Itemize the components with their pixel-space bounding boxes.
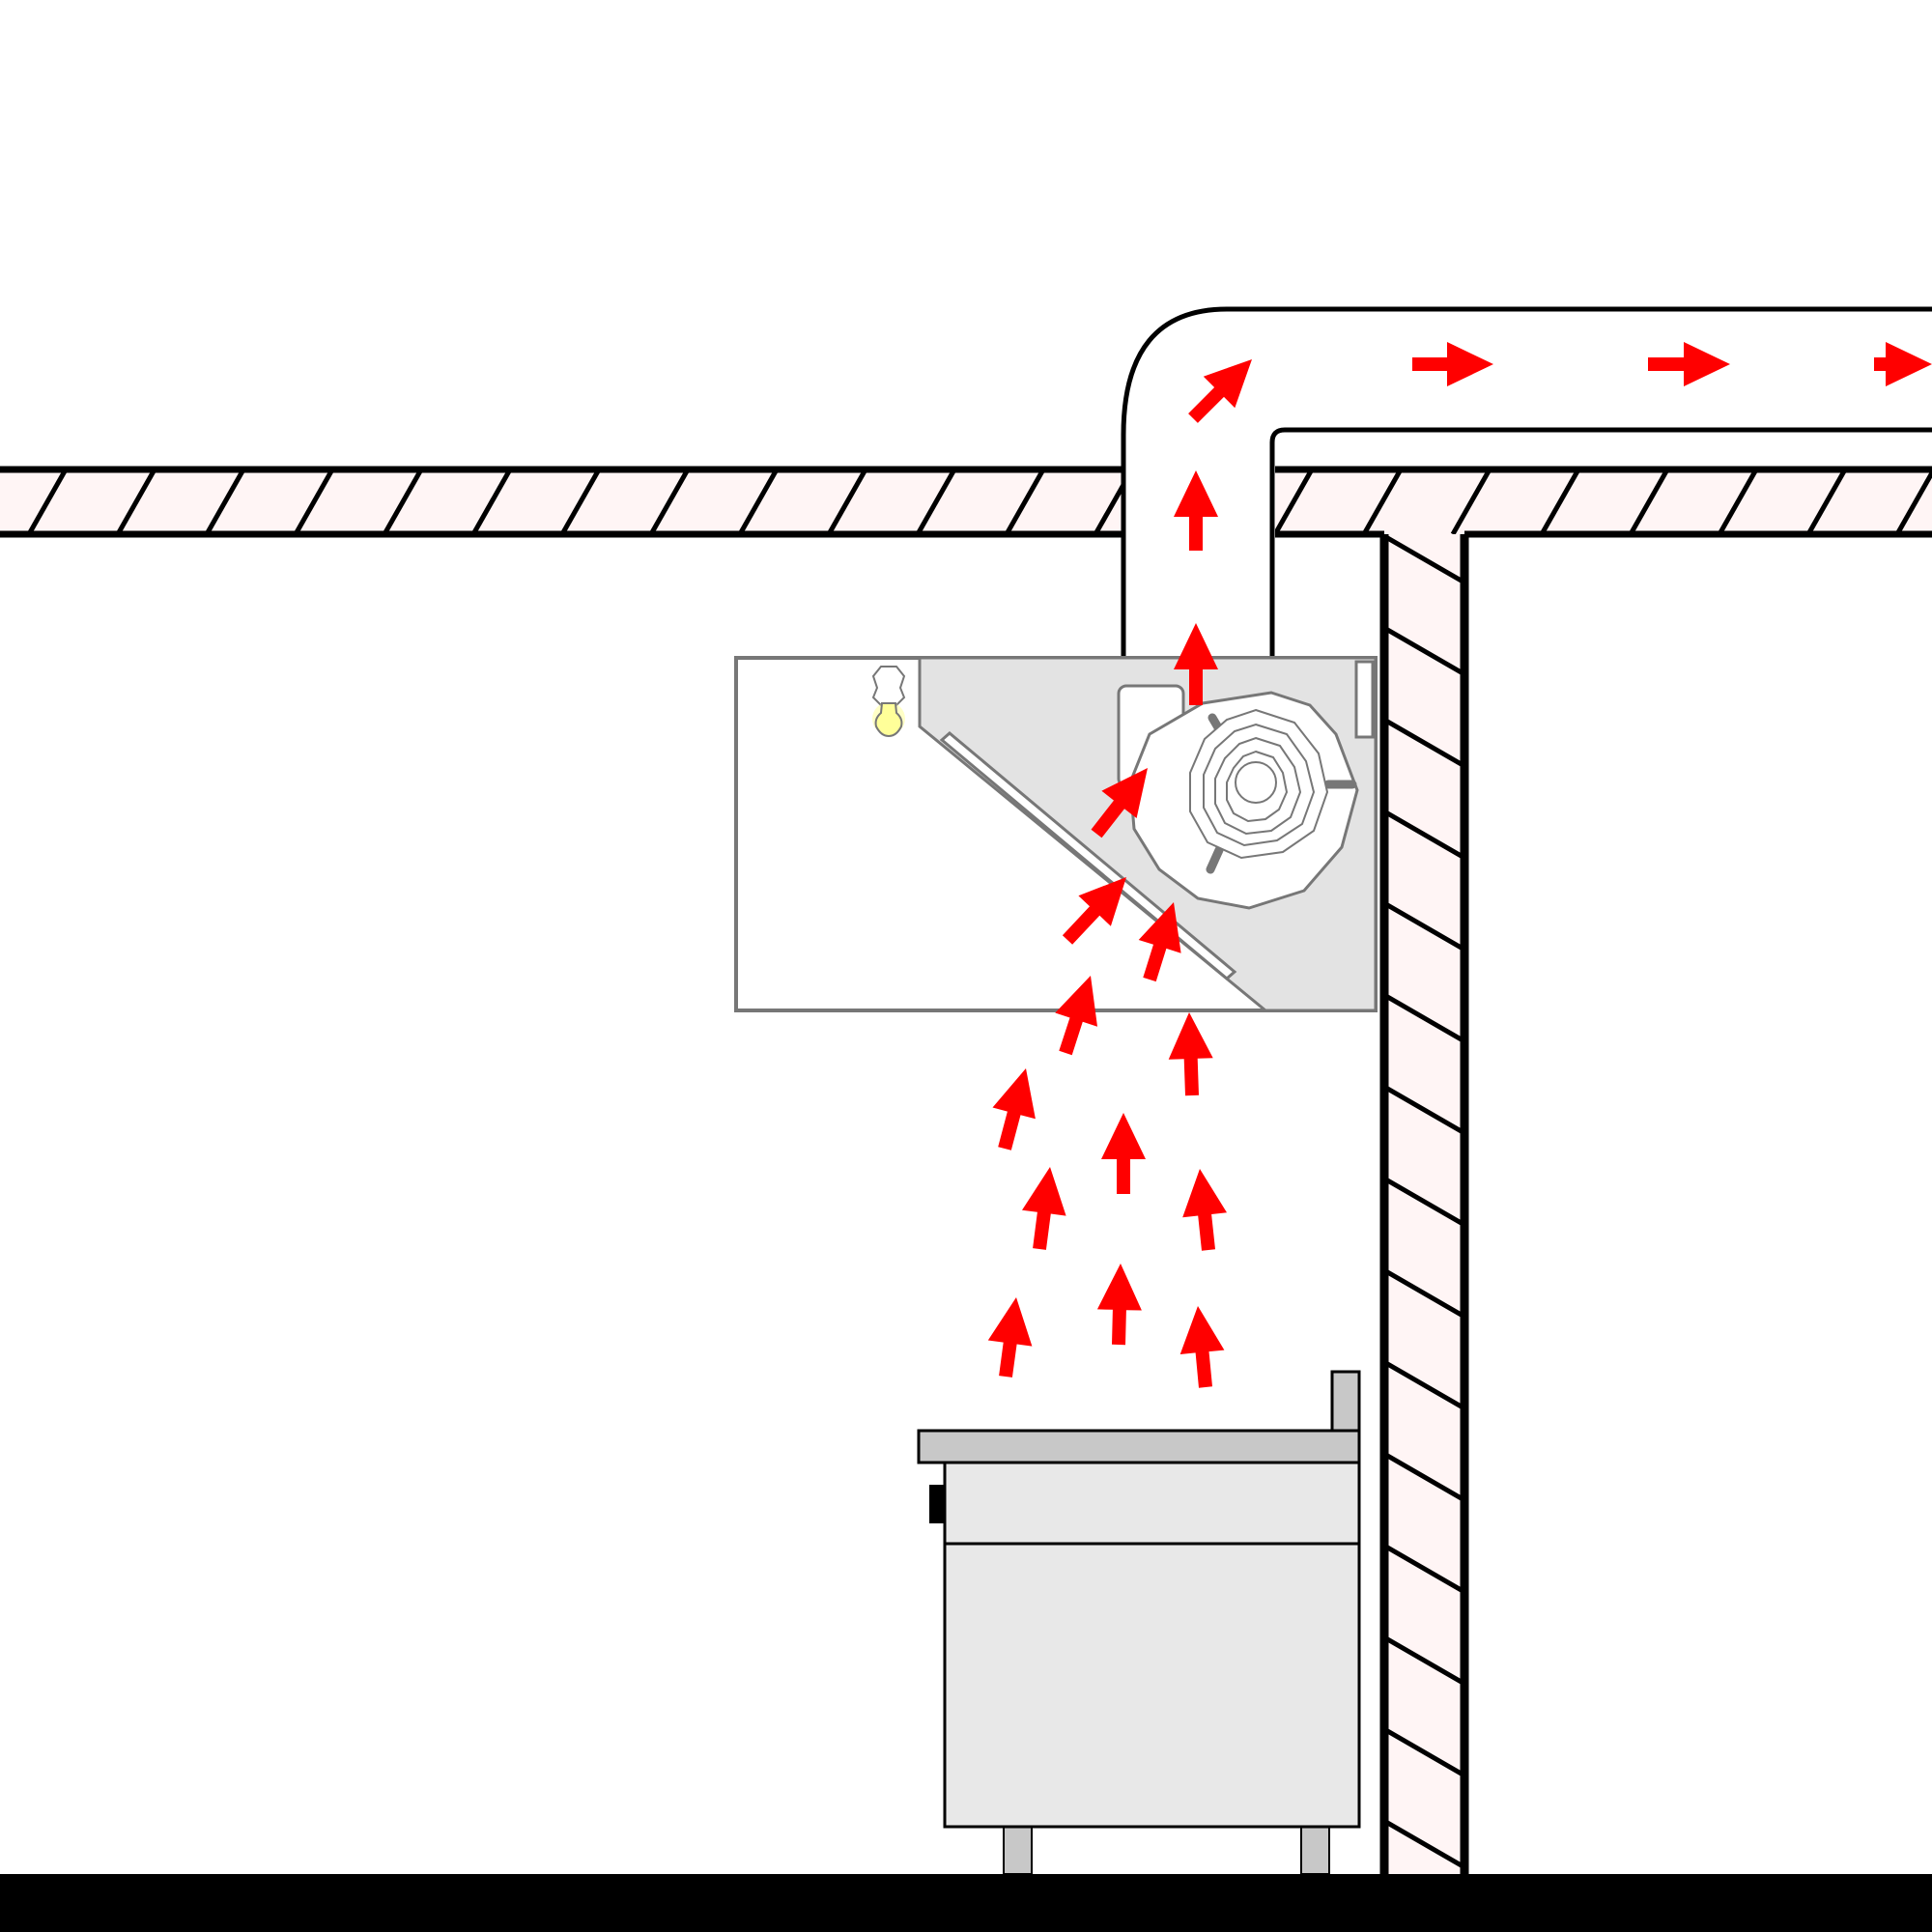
extraction-hood	[734, 656, 1378, 1012]
hatch-line	[204, 469, 246, 534]
arrow-icon	[1182, 1169, 1227, 1251]
hatch-line	[1539, 469, 1581, 534]
hatch-line	[1894, 469, 1932, 534]
ceiling-hatch-left	[26, 469, 1123, 534]
hatch-line	[648, 469, 691, 534]
hatch-line	[470, 469, 513, 534]
appliance-backsplash	[1330, 1370, 1361, 1433]
arrow-icon	[1022, 1167, 1066, 1250]
lamp-socket	[871, 666, 906, 706]
arrow-icon	[1062, 877, 1126, 945]
hatch-line	[1384, 1084, 1464, 1136]
hatch-line	[382, 469, 424, 534]
ceiling-slab-left	[0, 469, 1123, 534]
hatch-line	[915, 469, 957, 534]
ceiling	[0, 466, 1932, 538]
ceiling-hatch-right	[1275, 469, 1932, 534]
hatch-line	[115, 469, 157, 534]
ceiling-slab-right	[1275, 469, 1932, 534]
hatch-line	[1004, 469, 1046, 534]
hood-side-rail	[1354, 660, 1375, 739]
hatch-line	[1384, 1634, 1464, 1687]
hatch-line	[559, 469, 602, 534]
arrow-icon	[1174, 623, 1218, 705]
cooking-appliance	[917, 1370, 1361, 1875]
arrow-icon	[1179, 1306, 1225, 1388]
hatch-line	[1384, 1818, 1464, 1870]
fan-ring-4	[1226, 750, 1289, 823]
fan-ring-3	[1214, 736, 1302, 836]
hatch-line	[1717, 469, 1759, 534]
hatch-line	[1384, 1451, 1464, 1503]
floor	[0, 1874, 1932, 1932]
arrow-icon	[1188, 359, 1252, 423]
hatch-line	[1275, 469, 1315, 534]
hatch-line	[1384, 809, 1464, 861]
exhaust-duct	[1121, 306, 1932, 657]
arrow-icon	[992, 1068, 1036, 1151]
hatch-line	[1384, 534, 1464, 585]
appliance-body	[943, 1461, 1361, 1829]
hatch-line	[1384, 625, 1464, 677]
hatch-line	[1384, 1267, 1464, 1320]
appliance-worktop	[917, 1429, 1361, 1464]
hatch-line	[1361, 469, 1404, 534]
hatch-line	[1628, 469, 1670, 534]
duct-interior	[1123, 309, 1932, 657]
hatch-line	[1384, 900, 1464, 952]
arrow-icon	[1096, 1264, 1142, 1346]
hatch-line	[1384, 717, 1464, 769]
arrow-icon	[987, 1297, 1033, 1378]
airflow-arrows	[987, 342, 1932, 1388]
hatch-line	[293, 469, 335, 534]
arrow-icon	[1648, 342, 1730, 386]
fan-icon	[1128, 691, 1359, 910]
wall	[1379, 534, 1469, 1874]
appliance-leg-left	[1003, 1826, 1033, 1875]
fan-ring-2	[1203, 723, 1316, 847]
hatch-line	[1384, 992, 1464, 1044]
hatch-line	[1805, 469, 1848, 534]
lamp-bulb	[874, 702, 903, 738]
hatch-line	[1450, 469, 1492, 534]
fan-mount-bottom	[1206, 845, 1224, 874]
appliance-leg-right	[1300, 1826, 1330, 1875]
hatch-line	[1384, 1176, 1464, 1228]
arrow-icon	[1168, 1012, 1213, 1096]
hatch-line	[826, 469, 868, 534]
arrow-icon	[1874, 342, 1932, 386]
hatch-line	[1384, 1359, 1464, 1411]
arrow-icon	[1091, 768, 1148, 838]
arrow-icon	[1055, 976, 1097, 1056]
appliance-knob	[929, 1485, 945, 1523]
fan-hub	[1235, 761, 1277, 804]
duct-inner-wall	[1269, 427, 1932, 657]
hatch-line	[1093, 479, 1123, 534]
hatch-line	[26, 469, 69, 534]
wall-hatch	[1384, 534, 1464, 1870]
duct-outer-wall	[1121, 306, 1932, 657]
arrow-icon	[1138, 902, 1181, 982]
hatch-line	[1384, 1543, 1464, 1595]
light-bulb-icon	[871, 666, 906, 738]
arrow-icon	[1101, 1113, 1146, 1194]
hatch-line	[1384, 1726, 1464, 1778]
arrow-icon	[1174, 470, 1218, 551]
hatch-line	[737, 469, 780, 534]
arrow-icon	[1412, 342, 1493, 386]
